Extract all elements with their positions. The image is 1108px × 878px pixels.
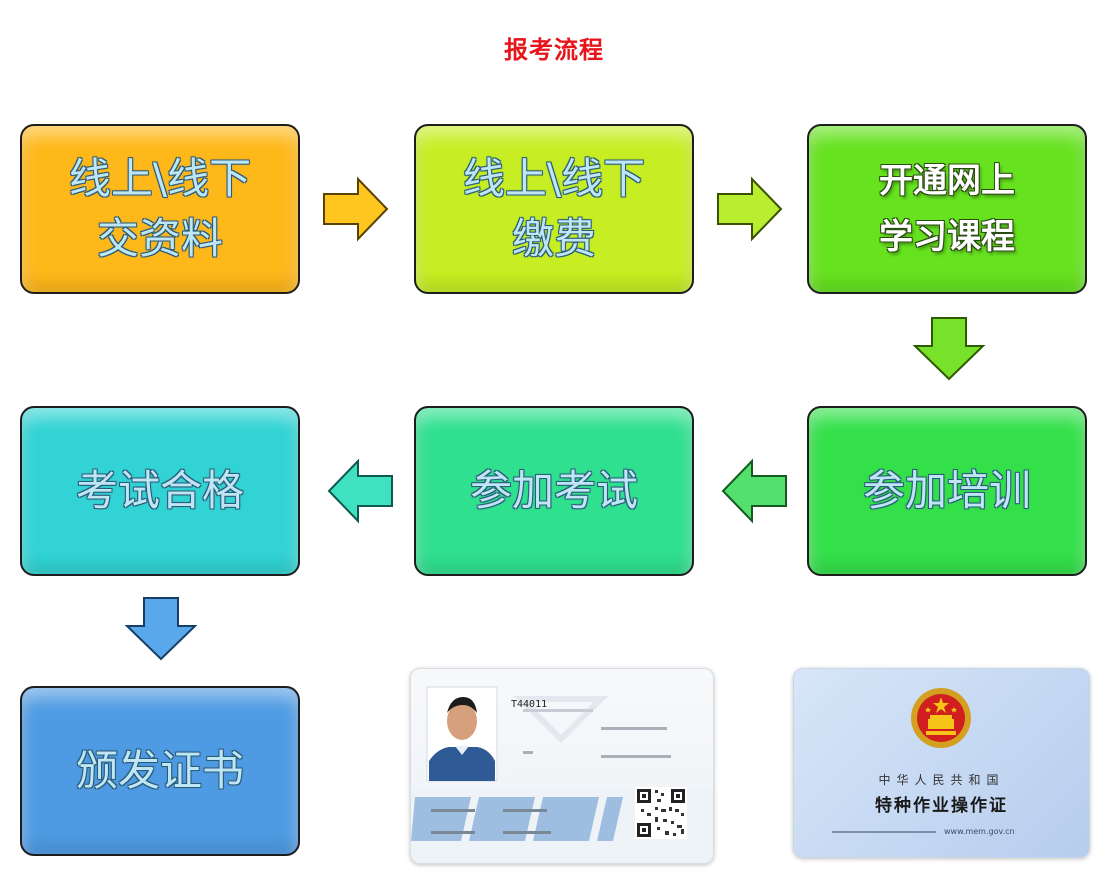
- step-label: 开通网上 学习课程: [879, 161, 1015, 257]
- id-card-image: T44011: [410, 668, 714, 864]
- certificate-footer-line: [832, 831, 936, 833]
- id-card-number: T44011: [511, 699, 548, 710]
- step-label: 线上\线下 缴费: [462, 154, 646, 263]
- arrow-left-icon: [327, 458, 393, 524]
- step-attend-training: 参加培训: [807, 406, 1087, 576]
- step-label: 参加考试: [469, 466, 638, 515]
- certificate-country: 中华人民共和国: [878, 773, 1005, 787]
- certificate-name: 特种作业操作证: [875, 796, 1008, 816]
- arrow-right-icon: [717, 176, 783, 242]
- arrow-down-icon: [912, 317, 986, 381]
- step-label: 参加培训: [862, 466, 1031, 515]
- certificate-cover-image: 中华人民共和国 特种作业操作证 www.mem.gov.cn: [793, 668, 1090, 858]
- step-issue-certificate: 颁发证书: [20, 686, 300, 856]
- step-open-online-course: 开通网上 学习课程: [807, 124, 1087, 294]
- step-submit-documents: 线上\线下 交资料: [20, 124, 300, 294]
- arrow-down-icon: [124, 597, 198, 661]
- step-pass-exam: 考试合格: [20, 406, 300, 576]
- arrow-left-icon: [721, 458, 787, 524]
- step-label: 颁发证书: [75, 746, 244, 795]
- step-take-exam: 参加考试: [414, 406, 694, 576]
- arrow-right-icon: [323, 176, 389, 242]
- certificate-footer: www.mem.gov.cn: [944, 827, 1015, 836]
- page-title: 报考流程: [504, 36, 604, 64]
- step-pay-fees: 线上\线下 缴费: [414, 124, 694, 294]
- step-label: 考试合格: [75, 466, 244, 515]
- step-label: 线上\线下 交资料: [68, 154, 252, 263]
- national-emblem-icon: [911, 688, 971, 748]
- qr-code-icon: [635, 787, 687, 839]
